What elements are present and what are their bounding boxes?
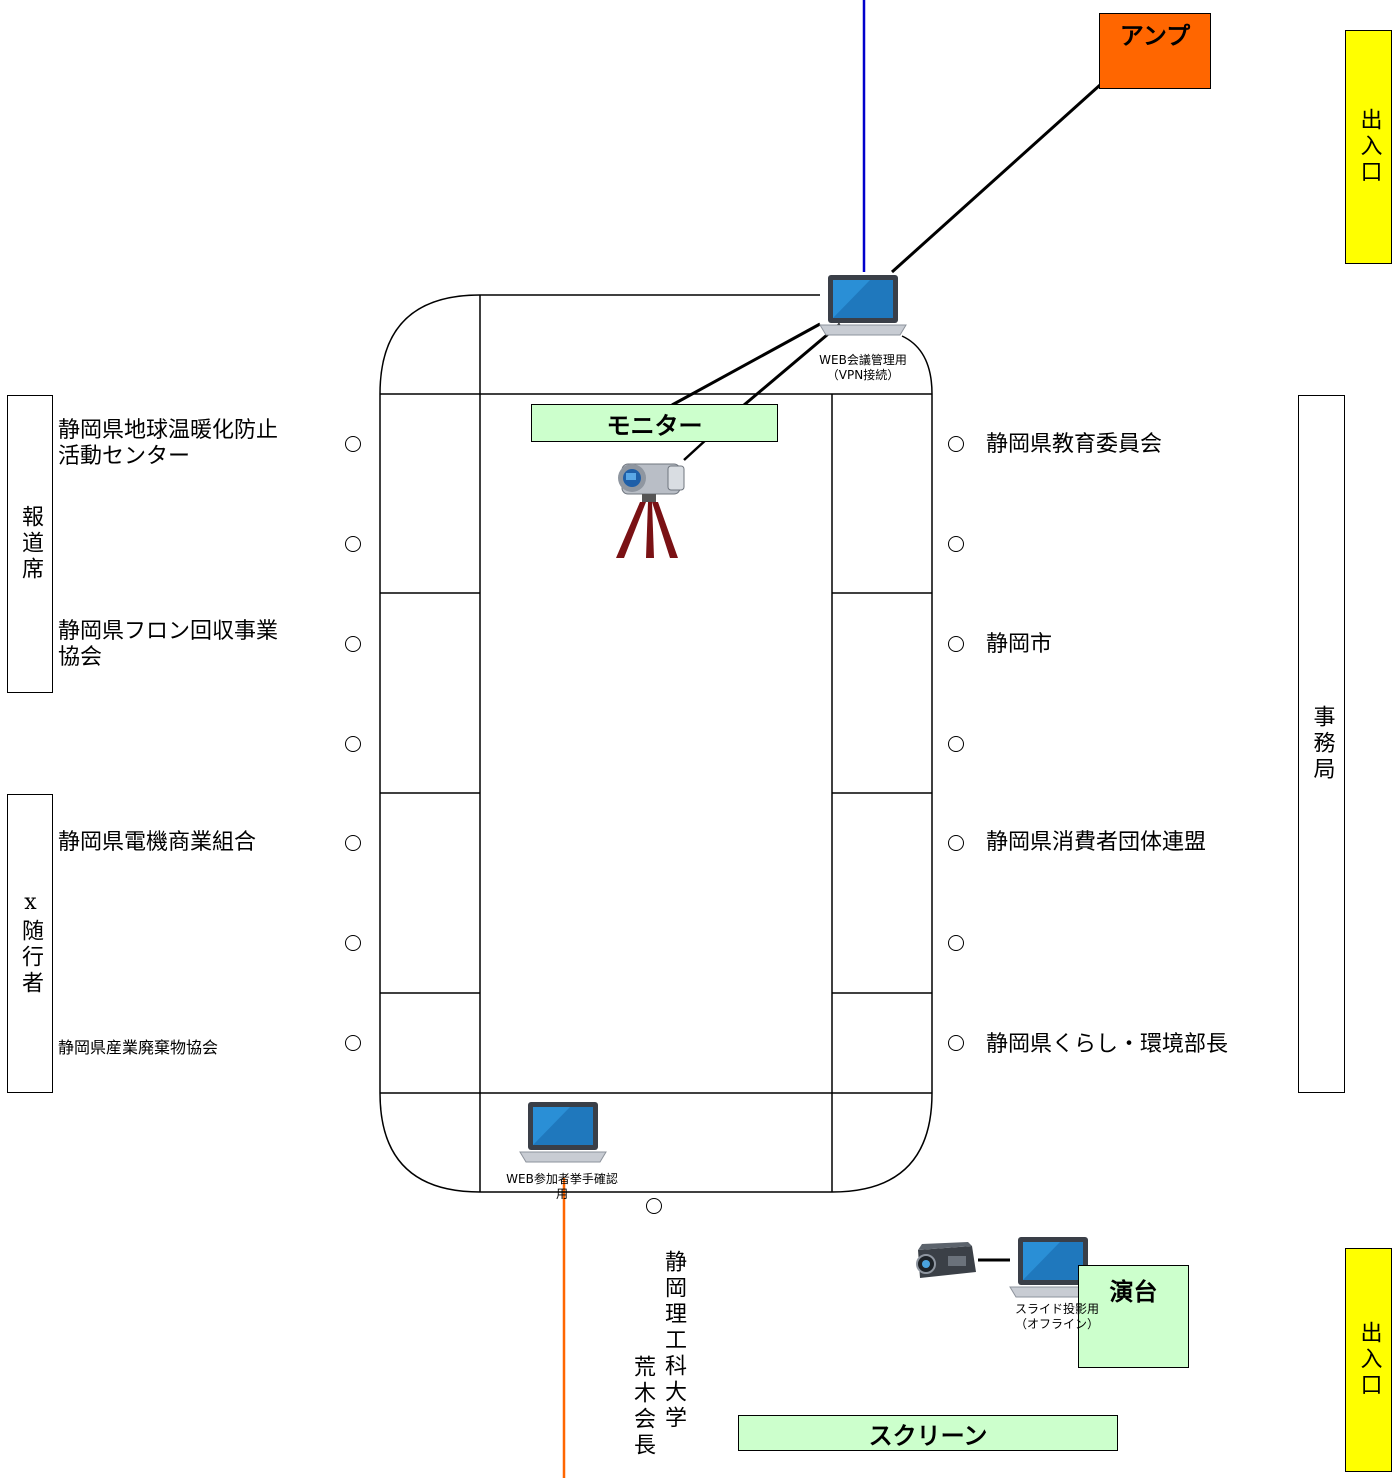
left-seat-2-line-1: 静岡県フロン回収事業 [58, 619, 279, 644]
entrance-bottom-label: 出入口 [1356, 1321, 1382, 1399]
screen-box: スクリーン [738, 1415, 1118, 1451]
projector-icon [916, 1242, 976, 1278]
web-hands-caption: WEB参加者挙手確認 用 [478, 1172, 646, 1202]
slides-line-2: （オフライン） [1014, 1317, 1099, 1331]
entrance-top: 出入口 [1345, 30, 1392, 264]
seat-marker [345, 835, 361, 851]
amp-cable [890, 83, 1102, 274]
seat-marker [345, 935, 361, 951]
seat-marker [948, 835, 964, 851]
monitor-box: モニター [531, 404, 778, 442]
slides-line-1: スライド投影用 [1014, 1302, 1099, 1316]
left-seat-1-line-1: 静岡県地球温暖化防止 [58, 418, 279, 443]
seat-marker [345, 736, 361, 752]
chair-name-1: 静岡理工科大学 [661, 1250, 686, 1432]
podium-box: 演台 [1078, 1265, 1189, 1368]
left-seat-1-line-2: 活動センター [58, 444, 191, 469]
web-admin-caption: WEB会議管理用 （VPN接続） [798, 353, 928, 383]
secretariat-box: 事務局 [1298, 395, 1345, 1093]
seat-marker [948, 536, 964, 552]
slides-caption: スライド投影用 （オフライン） [992, 1302, 1122, 1332]
seat-marker [948, 935, 964, 951]
laptop-icon [1009, 1237, 1097, 1298]
seat-marker [646, 1198, 662, 1214]
left-seat-2: 静岡県フロン回収事業 協会 [58, 619, 278, 671]
right-seat-1: 静岡県教育委員会 [986, 432, 1163, 457]
amp-box: アンプ [1099, 13, 1211, 89]
left-seat-2-line-2: 協会 [58, 645, 103, 670]
press-box: 報道席 [7, 395, 53, 693]
chair-name-2: 荒木会長 [630, 1355, 655, 1459]
left-seat-4-line-1: 静岡県産業廃棄物協会 [58, 1038, 219, 1057]
seat-marker [345, 1035, 361, 1051]
web-hands-line-1: WEB参加者挙手確認 [506, 1172, 618, 1186]
seat-marker [948, 736, 964, 752]
secretariat-label: 事務局 [1309, 705, 1335, 783]
seat-marker [345, 436, 361, 452]
laptop-icon [819, 275, 907, 336]
right-seat-2: 静岡市 [986, 632, 1053, 657]
web-hands-line-2: 用 [555, 1187, 568, 1201]
conference-table [379, 294, 933, 1193]
left-seat-3-line-1: 静岡県電機商業組合 [58, 830, 257, 855]
press-label: 報道席 [18, 505, 43, 583]
seat-marker [948, 436, 964, 452]
left-seat-3: 静岡県電機商業組合 [58, 830, 256, 856]
right-seat-3: 静岡県消費者団体連盟 [986, 830, 1207, 855]
seat-marker [345, 536, 361, 552]
seat-marker [948, 1035, 964, 1051]
camera-cable [743, 322, 841, 407]
companion-label: x随行者 [18, 890, 43, 997]
entrance-top-label: 出入口 [1356, 108, 1382, 186]
entrance-bottom: 出入口 [1345, 1248, 1392, 1472]
left-seat-4: 静岡県産業廃棄物協会 [58, 1034, 218, 1058]
monitor-cable [671, 322, 821, 407]
right-seat-4: 静岡県くらし・環境部長 [986, 1032, 1229, 1057]
companion-box: x随行者 [7, 794, 53, 1093]
left-seat-1: 静岡県地球温暖化防止 活動センター [58, 418, 278, 470]
seat-marker [948, 636, 964, 652]
seat-marker [345, 636, 361, 652]
laptop-icon [519, 1102, 607, 1163]
web-admin-line-1: WEB会議管理用 [819, 353, 907, 367]
video-camera-icon [616, 463, 685, 558]
web-admin-line-2: （VPN接続） [826, 368, 900, 382]
